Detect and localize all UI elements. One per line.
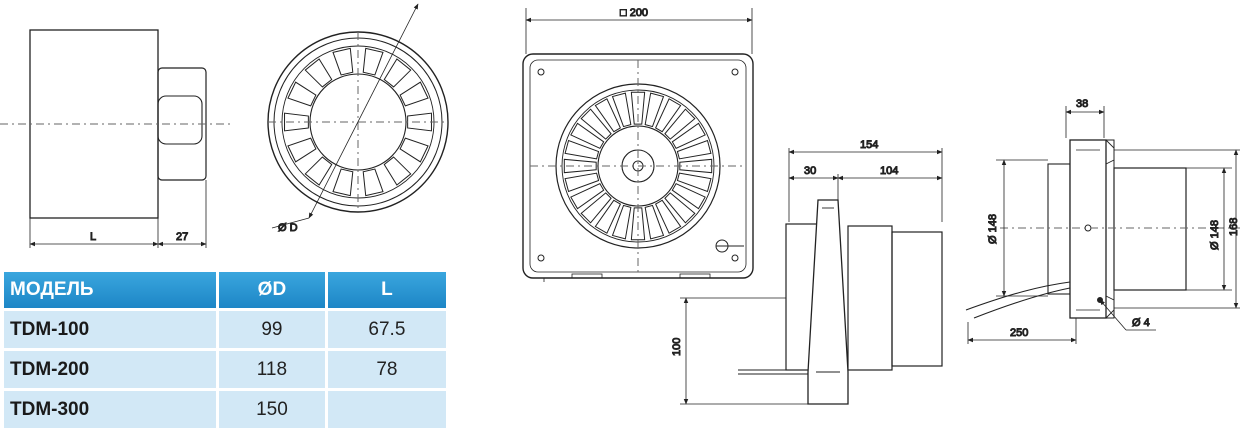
grille-slat — [287, 81, 317, 107]
front-view: Ø D — [267, 3, 449, 235]
dim-flange-label: 38 — [1076, 98, 1088, 110]
grille-slat — [676, 139, 712, 160]
grille-slat — [655, 199, 682, 234]
grille-slat — [332, 168, 354, 197]
cell-model: TDM-300 — [4, 388, 216, 428]
cell-model: TDM-100 — [4, 308, 216, 348]
grille-slat — [580, 192, 612, 224]
grille-slat — [671, 122, 706, 149]
dim-collar-label: 27 — [176, 231, 188, 243]
dim-length-label: L — [90, 231, 96, 243]
dim-hole-label: Ø 4 — [1132, 317, 1150, 329]
table-header-row: МОДЕЛЬ ØD L — [4, 272, 446, 308]
grille-slat — [644, 204, 665, 240]
grille-slat — [564, 172, 600, 193]
grille-slat — [594, 98, 621, 133]
grille-slat — [332, 47, 354, 76]
grille-slat — [611, 92, 632, 128]
grille-slat — [580, 108, 612, 140]
grille-slat — [655, 98, 682, 133]
end-view: 38 Ø 148 Ø 148 168 250 Ø 4 — [965, 98, 1240, 344]
grille-slat — [399, 137, 429, 163]
grille-slat — [630, 207, 646, 241]
grille-slat — [611, 204, 632, 240]
grille-slat — [362, 47, 384, 76]
grille-slat — [664, 108, 696, 140]
table-row: TDM-100 99 67.5 — [4, 308, 446, 348]
dim-diameter-label: Ø D — [278, 222, 298, 234]
grille-slat — [563, 158, 597, 174]
table-row: TDM-300 150 — [4, 388, 446, 428]
column-header-model: МОДЕЛЬ — [4, 272, 216, 308]
grille-slat — [570, 183, 605, 210]
cell-length: 78 — [324, 348, 446, 388]
grille-slat — [362, 168, 384, 197]
profile-view: 154 30 104 100 — [671, 139, 943, 405]
dim-outer-height-label: 168 — [1228, 218, 1240, 236]
model-spec-table: МОДЕЛЬ ØD L TDM-100 99 67.5 TDM-200 118 … — [4, 272, 446, 428]
dim-cable-label: 250 — [1010, 327, 1028, 339]
grille-slat — [564, 139, 600, 160]
cell-diameter: 99 — [216, 308, 325, 348]
panel-view: □ 200 — [522, 7, 754, 282]
cell-model: TDM-200 — [4, 348, 216, 388]
side-view: L 27 — [0, 29, 232, 248]
grille-slat — [679, 158, 713, 174]
dim-inner-diameter-label: Ø 148 — [987, 214, 999, 244]
grille-slat — [570, 122, 605, 149]
dim-panel-width-label: □ 200 — [620, 7, 648, 19]
cell-diameter: 150 — [216, 388, 325, 428]
dim-outer-diameter-label: Ø 148 — [1209, 220, 1221, 250]
cell-length: 67.5 — [324, 308, 446, 348]
dim-profile-height-label: 100 — [671, 338, 683, 356]
grille-slat — [399, 81, 429, 107]
column-header-diameter: ØD — [216, 272, 325, 308]
table-row: TDM-200 118 78 — [4, 348, 446, 388]
grille-slat — [644, 92, 665, 128]
grille-slat — [287, 137, 317, 163]
grille-slat — [664, 192, 696, 224]
grille-slat — [676, 172, 712, 193]
cell-diameter: 118 — [216, 348, 325, 388]
grille-slat — [594, 199, 621, 234]
column-header-length: L — [324, 272, 446, 308]
cell-length — [324, 388, 446, 428]
grille-slat — [630, 91, 646, 125]
dim-profile-left-label: 30 — [804, 165, 816, 177]
dim-profile-right-label: 104 — [880, 165, 898, 177]
dim-profile-total-label: 154 — [860, 139, 878, 151]
grille-slat — [284, 112, 309, 132]
grille-slat — [671, 183, 706, 210]
